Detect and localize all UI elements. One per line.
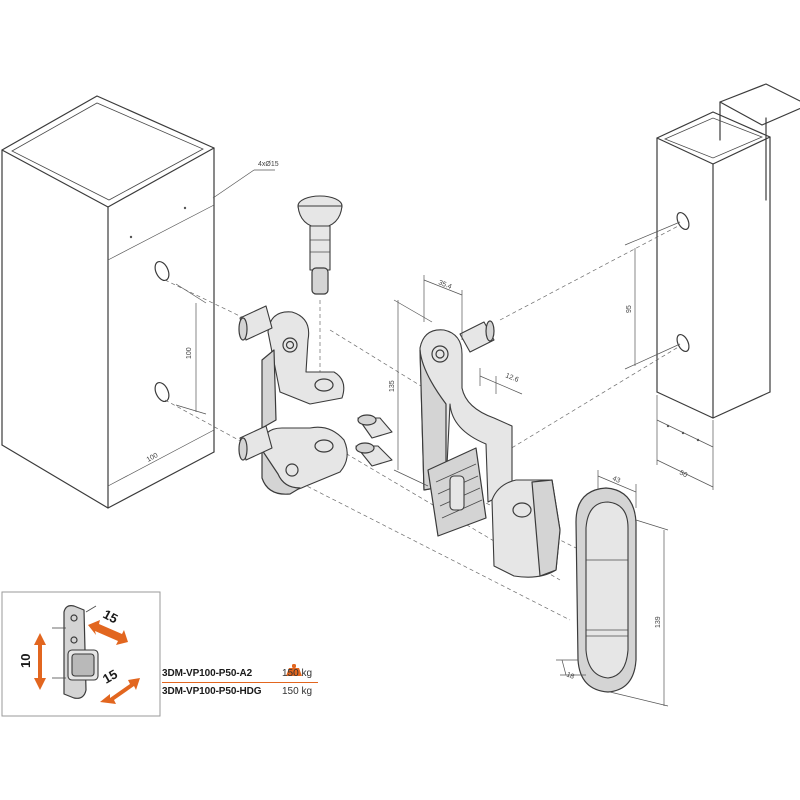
dim-gate-width-label: 50: [678, 470, 688, 480]
dim-holes-label: 4xØ15: [258, 161, 279, 168]
bottom-horizontal-adjust-value: 15: [100, 666, 120, 686]
top-horizontal-adjust-value: 15: [101, 606, 121, 626]
adjustment-inset: 10 15 15: [1, 591, 161, 717]
product-code: 3DM-VP100-P50-HDG: [162, 686, 262, 697]
dim-cap-depth-label: 18: [565, 671, 575, 680]
gate-bracket-bolt: [459, 320, 495, 353]
locking-pin: [297, 195, 343, 295]
post-bracket-bolts: [238, 305, 273, 461]
left-post: [1, 95, 215, 509]
vertical-adjust-value: 10: [18, 654, 33, 668]
dim-gate-spacing-label: 95: [626, 305, 633, 313]
hinge-knuckle: [491, 479, 561, 578]
dim-plate-height-label: 135: [389, 380, 396, 392]
dim-plate-offset-label: 12.6: [504, 372, 519, 384]
dim-plate-width-label: 35.4: [437, 279, 452, 291]
product-load: 150 kg: [282, 668, 313, 679]
weight-icon: [286, 664, 302, 676]
dim-post-spacing-label: 100: [186, 347, 193, 359]
left-post-dimensions: 4xØ15 100 100: [107, 161, 279, 487]
small-screws: [355, 414, 393, 467]
top-horizontal-adjust-arrow: [88, 620, 128, 645]
cover-cap-dimensions: 43 139 18: [556, 470, 669, 707]
dim-post-width-label: 100: [146, 452, 160, 464]
slotted-plate: [427, 447, 487, 537]
table-divider: [162, 682, 318, 683]
cover-cap: [575, 487, 637, 693]
dim-cap-height-label: 139: [655, 616, 662, 628]
post-bracket: [261, 311, 348, 495]
gate-bracket-dimensions: 135 35.4 12.6: [389, 275, 523, 487]
mini-hinge: [52, 605, 99, 699]
right-post: [656, 83, 800, 419]
product-code: 3DM-VP100-P50-A2: [162, 668, 253, 679]
gate-bracket: [419, 329, 513, 503]
vertical-adjust-arrow: [34, 633, 46, 690]
right-post-dimensions: 95 50: [624, 221, 714, 490]
product-load: 150 kg: [282, 686, 313, 697]
bottom-horizontal-adjust-arrow: [100, 678, 140, 704]
dim-cap-width-label: 43: [611, 475, 621, 484]
